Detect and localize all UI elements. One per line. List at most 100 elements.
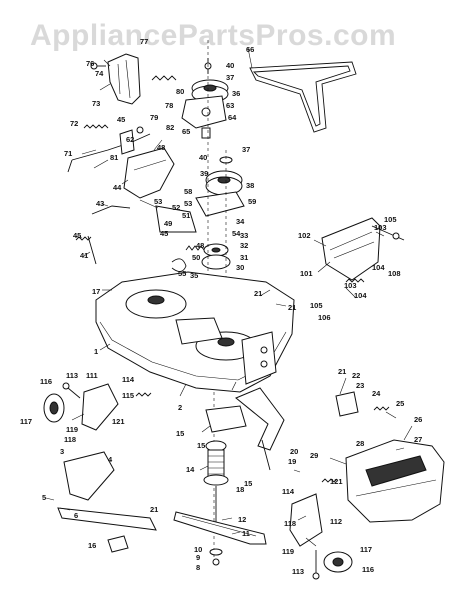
idler-pulley-38[interactable] [205, 170, 243, 196]
label-58: 58 [184, 187, 192, 196]
arm-51-bracket[interactable] [155, 205, 197, 233]
gauge-wheel-117-left[interactable] [43, 393, 65, 423]
label-55: 55 [178, 269, 186, 278]
gauge-wheel-117-right[interactable] [323, 551, 353, 573]
chute-bracket-23[interactable] [335, 391, 359, 417]
label-103-top: 103 [374, 223, 387, 232]
label-62: 62 [126, 135, 134, 144]
label-34: 34 [236, 217, 245, 226]
engage-bracket-73[interactable] [107, 53, 141, 105]
label-18: 18 [236, 485, 244, 494]
engagement-rod-71[interactable] [67, 133, 151, 173]
label-9: 9 [196, 553, 200, 562]
label-104-mid: 104 [354, 291, 367, 300]
belt-shield-44[interactable] [123, 147, 175, 199]
label-119-left: 119 [66, 425, 78, 434]
label-102: 102 [298, 231, 311, 240]
mandrel-assembly-14[interactable] [203, 440, 229, 486]
label-12: 12 [238, 515, 246, 524]
discharge-chute-27[interactable] [345, 439, 445, 523]
label-121-right: 121 [330, 477, 343, 486]
label-29: 29 [310, 451, 318, 460]
bracket-16[interactable] [107, 535, 129, 553]
spring-80[interactable] [151, 75, 177, 81]
spacer-65[interactable] [201, 127, 211, 139]
label-114-left: 114 [122, 375, 135, 384]
label-104-top: 104 [372, 263, 385, 272]
label-66: 66 [246, 45, 254, 54]
label-105-top: 105 [384, 215, 397, 224]
chute-spring-25[interactable] [373, 406, 390, 411]
label-77: 77 [140, 37, 148, 46]
link-81[interactable] [119, 129, 135, 155]
leader-lines [45, 47, 413, 547]
label-10: 10 [194, 545, 202, 554]
label-21-right: 21 [288, 303, 296, 312]
label-15b: 15 [197, 441, 205, 450]
label-101: 101 [300, 269, 313, 278]
label-112: 112 [330, 517, 342, 526]
belt-guide-55[interactable] [171, 258, 187, 272]
label-16: 16 [88, 541, 96, 550]
label-11: 11 [242, 529, 250, 538]
spring-104[interactable] [345, 278, 365, 283]
label-72: 72 [70, 119, 78, 128]
blade-adapter-15[interactable] [205, 405, 247, 433]
drive-belt-66[interactable] [249, 61, 357, 133]
wheel-bracket-111[interactable] [81, 383, 119, 431]
spring-121-left[interactable] [135, 392, 152, 397]
label-24: 24 [372, 389, 381, 398]
discharge-shield-101[interactable] [321, 217, 381, 281]
label-48b: 48 [196, 241, 204, 250]
label-45b: 45 [73, 231, 81, 240]
label-35: 35 [190, 271, 198, 280]
wheel-bracket-112[interactable] [289, 493, 323, 547]
label-76: 76 [86, 59, 94, 68]
blade-11[interactable] [173, 511, 267, 545]
rear-bar-6[interactable] [57, 507, 157, 531]
label-103-mid: 103 [344, 281, 357, 290]
label-113-right: 113 [292, 567, 304, 576]
label-37-mid: 37 [242, 145, 250, 154]
label-48: 48 [157, 143, 165, 152]
bolt-74[interactable] [90, 62, 106, 70]
label-26: 26 [414, 415, 422, 424]
label-1: 1 [94, 347, 98, 356]
label-6: 6 [74, 511, 78, 520]
bolt-113-left[interactable] [62, 382, 81, 399]
washer-10[interactable] [209, 548, 223, 556]
pulley-32[interactable] [203, 243, 229, 257]
label-111: 111 [86, 371, 98, 380]
label-13: 15 [244, 479, 252, 488]
label-19: 19 [288, 457, 296, 466]
spring-45-left[interactable] [75, 236, 92, 241]
label-2: 2 [178, 403, 182, 412]
idler-bracket-63[interactable] [181, 95, 227, 129]
label-21-left: 21 [150, 505, 158, 514]
mower-deck-1[interactable] [95, 271, 295, 393]
washer-82[interactable] [136, 126, 144, 134]
front-hanger-20[interactable] [235, 387, 285, 471]
idler-arm-59[interactable] [195, 191, 245, 217]
bolt-113-right[interactable] [312, 550, 320, 580]
label-27: 27 [414, 435, 422, 444]
spring-121-right[interactable] [321, 478, 338, 483]
label-119-right: 119 [282, 547, 294, 556]
hinge-rod-103[interactable] [371, 225, 405, 241]
label-118-right: 118 [284, 519, 296, 528]
label-3: 3 [60, 447, 64, 456]
label-44: 44 [113, 183, 122, 192]
idler-arm-43[interactable] [87, 205, 131, 265]
label-53b: 53 [154, 197, 162, 206]
nut-9[interactable] [212, 558, 220, 566]
spring-50[interactable] [185, 245, 205, 251]
label-43: 43 [96, 199, 104, 208]
label-116-right: 116 [362, 565, 374, 574]
label-115: 115 [122, 391, 134, 400]
pulley-31[interactable] [201, 254, 231, 270]
label-54: 54 [232, 229, 241, 238]
stabilizer-bracket-4[interactable] [63, 451, 115, 501]
spring-72[interactable] [83, 124, 109, 129]
label-65: 65 [182, 127, 190, 136]
